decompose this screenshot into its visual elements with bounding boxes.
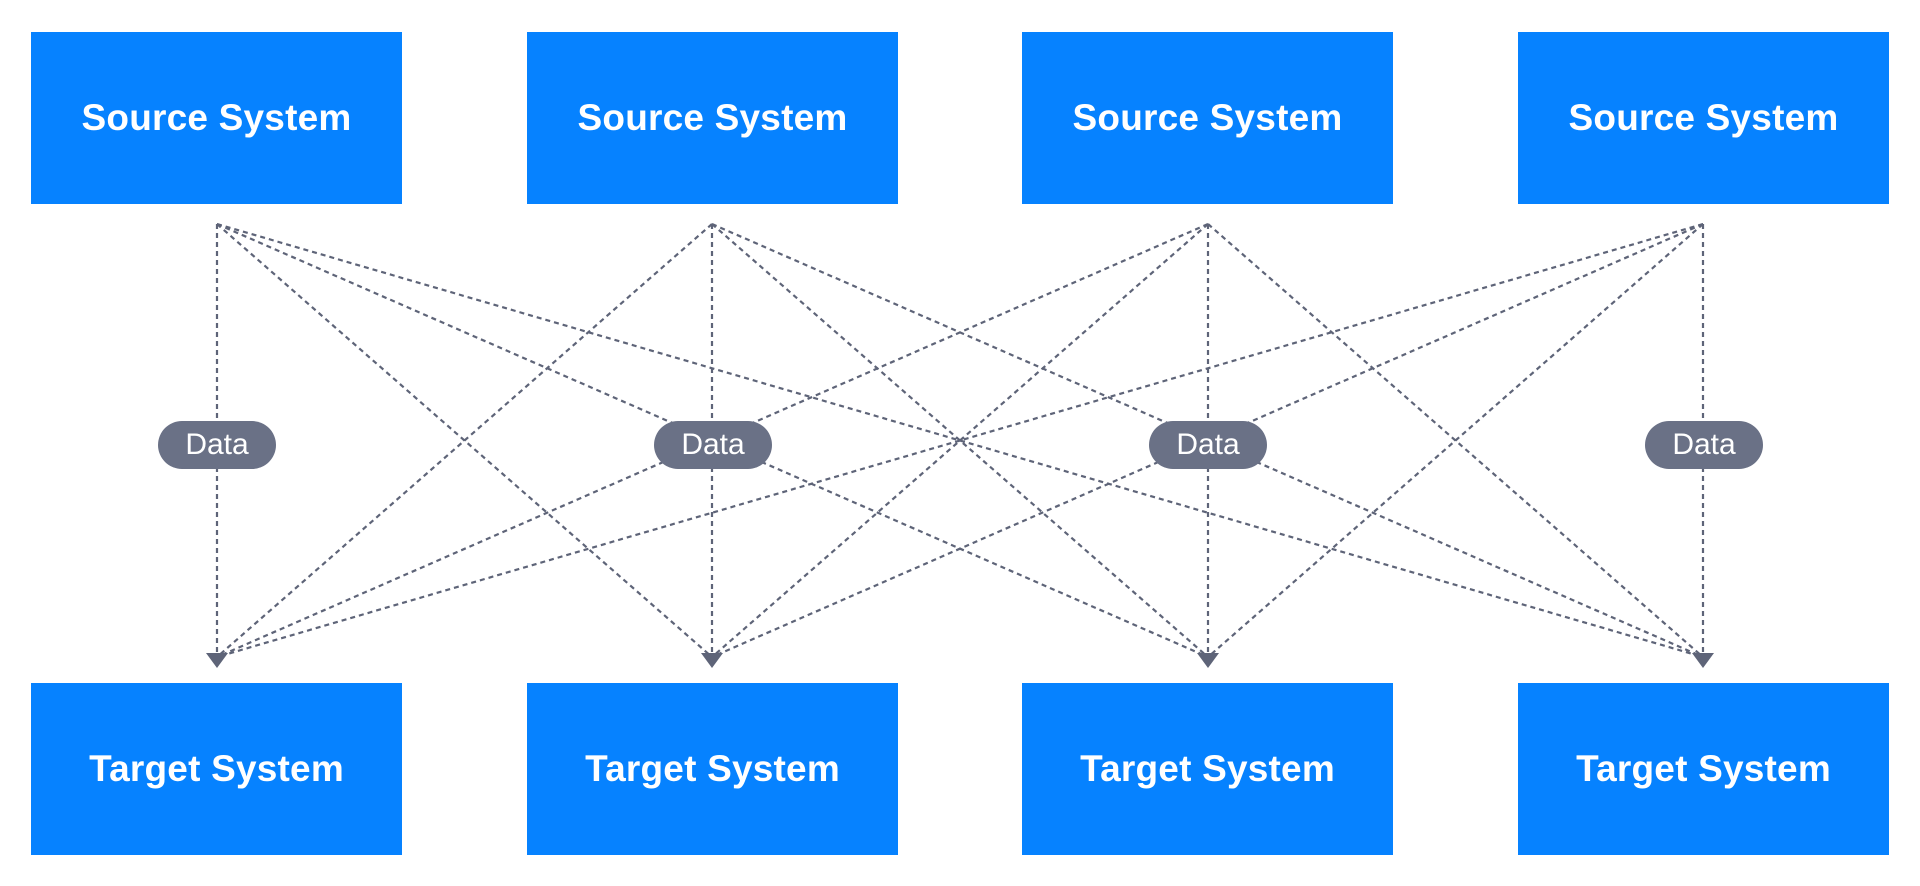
data-label-pill: Data — [158, 421, 276, 469]
source-system-label: Source System — [1072, 97, 1343, 138]
connection-line — [216, 222, 1704, 659]
data-label-text: Data — [1176, 428, 1240, 461]
target-system-label: Target System — [585, 748, 840, 789]
source-system-box[interactable]: Source System — [527, 32, 898, 204]
connection-line — [711, 223, 1209, 658]
arrowhead-icon — [701, 653, 723, 668]
connection-line — [216, 222, 1704, 659]
data-label-text: Data — [681, 428, 745, 461]
arrowhead-icon — [206, 653, 228, 668]
data-label-pill: Data — [1645, 421, 1763, 469]
connection-line — [1207, 223, 1704, 658]
source-system-label: Source System — [577, 97, 848, 138]
data-label-text: Data — [1672, 428, 1736, 461]
source-system-box[interactable]: Source System — [1518, 32, 1889, 204]
connection-line — [216, 223, 713, 658]
target-system-box[interactable]: Target System — [31, 683, 402, 855]
target-system-label: Target System — [89, 748, 344, 789]
data-label-pill: Data — [654, 421, 772, 469]
source-system-box[interactable]: Source System — [31, 32, 402, 204]
arrowhead-icon — [1197, 653, 1219, 668]
source-system-label: Source System — [81, 97, 352, 138]
source-system-box[interactable]: Source System — [1022, 32, 1393, 204]
target-system-label: Target System — [1080, 748, 1335, 789]
target-system-box[interactable]: Target System — [1518, 683, 1889, 855]
arrowhead-icon — [1692, 653, 1714, 668]
source-system-label: Source System — [1568, 97, 1839, 138]
connection-line — [711, 223, 1209, 658]
target-system-box[interactable]: Target System — [527, 683, 898, 855]
data-label-text: Data — [185, 428, 249, 461]
target-system-label: Target System — [1576, 748, 1831, 789]
data-label-pill: Data — [1149, 421, 1267, 469]
target-system-box[interactable]: Target System — [1022, 683, 1393, 855]
